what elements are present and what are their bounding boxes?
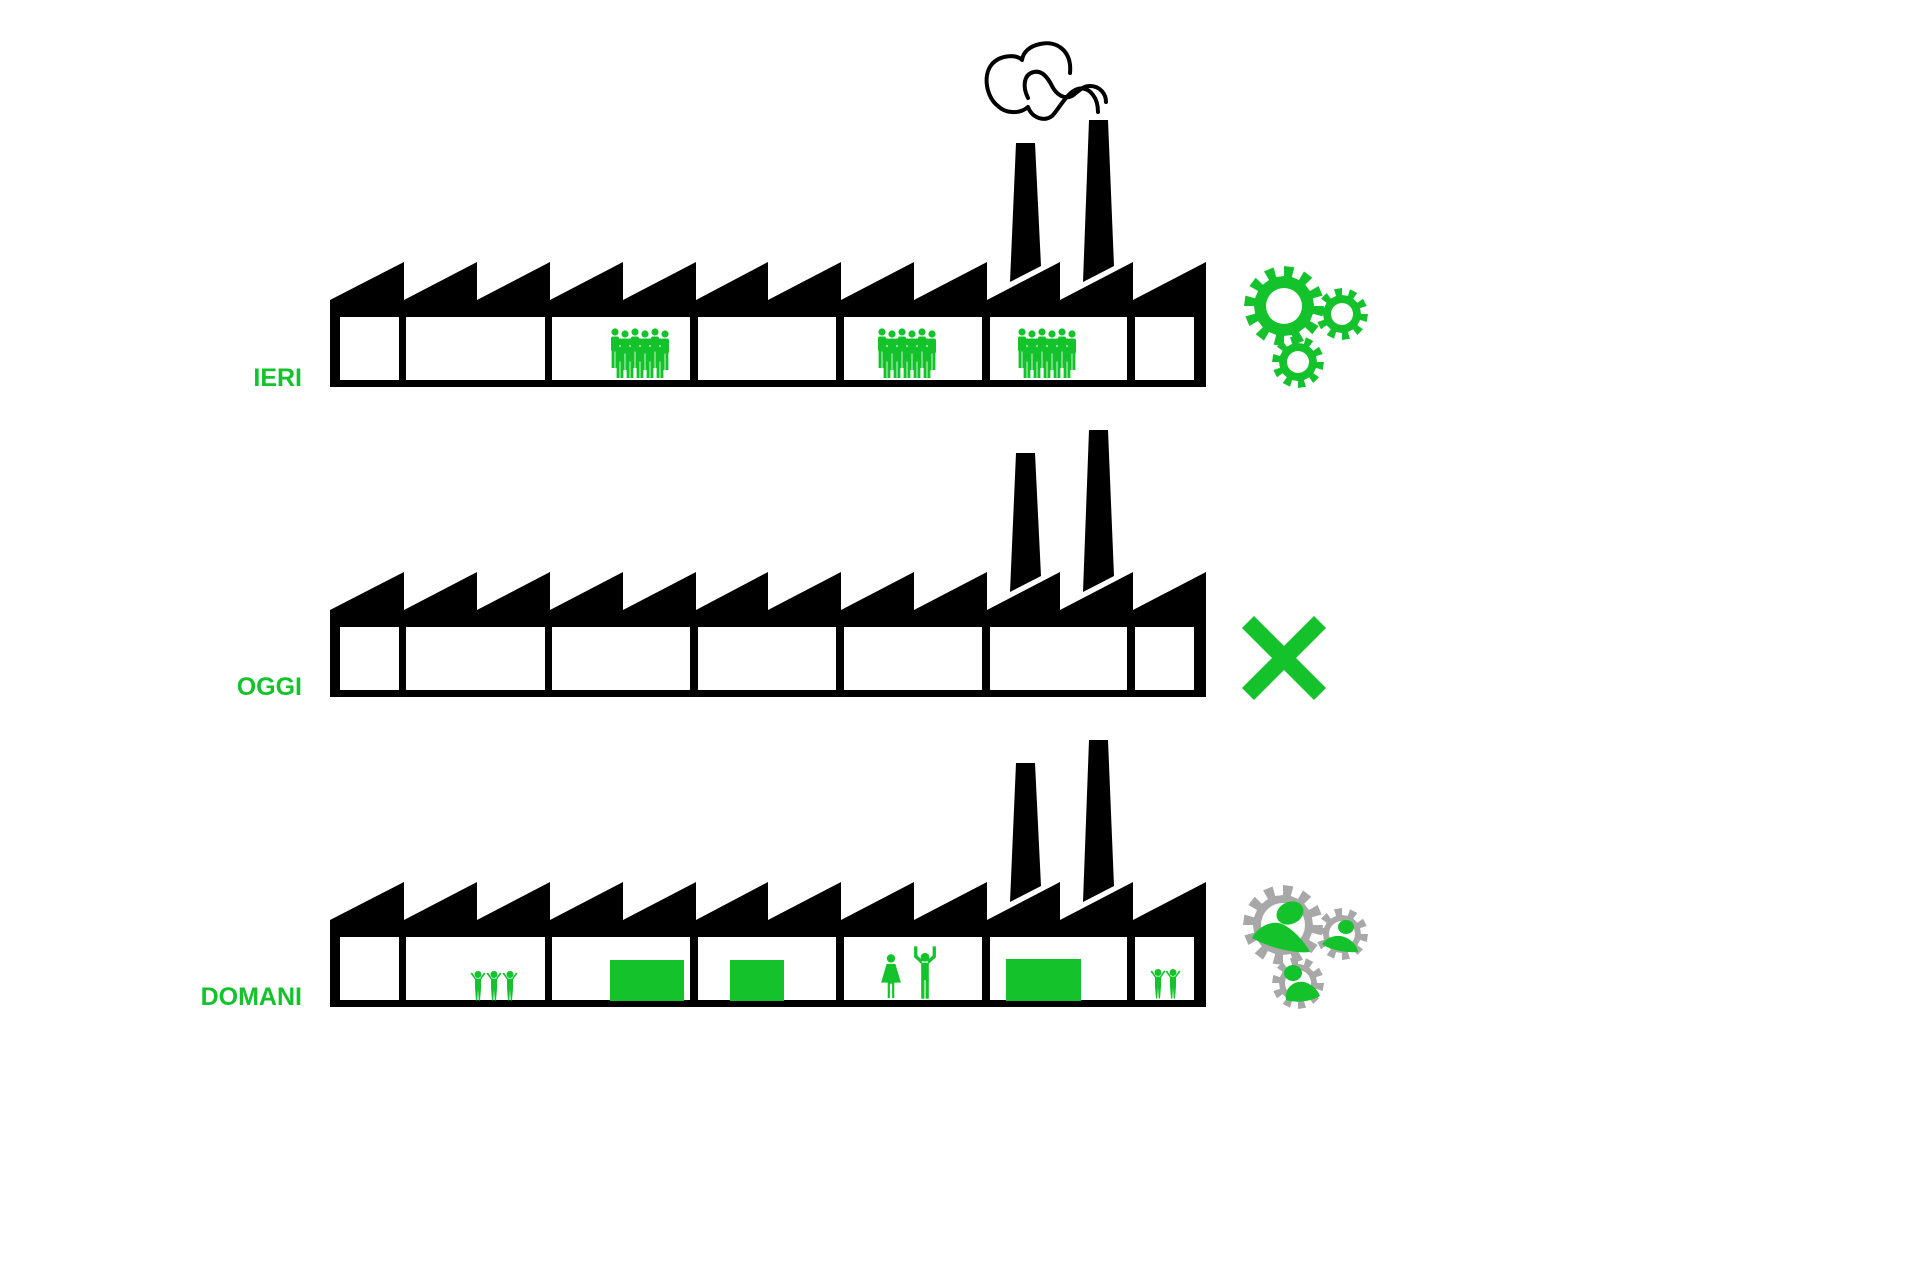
smoke-cloud-inner: [1022, 69, 1108, 104]
factories-layer: [330, 41, 1206, 1007]
green-block: [1006, 959, 1081, 1001]
diagram-canvas: [330, 41, 1368, 1009]
factory-bay: [406, 627, 545, 690]
gear-hole: [1266, 288, 1302, 324]
factory-bay: [1135, 937, 1194, 1000]
chimney-left: [1010, 763, 1041, 902]
row-label-ieri: IERI: [253, 364, 302, 392]
gear-hole: [1287, 351, 1309, 373]
factory-oggi: [330, 430, 1206, 697]
factory-ieri: [330, 41, 1206, 387]
gear-icon: [1316, 288, 1368, 340]
figure-body: [1322, 935, 1358, 953]
factory-bay: [552, 627, 690, 690]
figure-body: [1252, 922, 1310, 953]
chimney-left: [1010, 143, 1041, 282]
figure-head: [1284, 965, 1302, 981]
gear-icon: [1272, 336, 1324, 388]
green-block: [730, 960, 784, 1001]
factory-timeline-diagram: IERI OGGI DOMANI: [200, 41, 1368, 1011]
gear-icon: [1316, 908, 1368, 960]
chimney-right: [1083, 120, 1114, 282]
factory-bay: [844, 627, 982, 690]
factory-bay: [844, 937, 982, 1000]
figure-body: [1285, 981, 1320, 1002]
chimney-right: [1083, 740, 1114, 902]
status-icons-layer: [1241, 266, 1368, 1009]
factory-bay: [698, 627, 836, 690]
factory-bay: [1135, 627, 1194, 690]
cross-strokes: [1241, 615, 1327, 701]
factory-bay: [340, 937, 399, 1000]
figure-head: [1338, 920, 1354, 934]
factory-bay: [340, 317, 399, 380]
row-label-oggi: OGGI: [236, 673, 302, 701]
chimney-left: [1010, 453, 1041, 592]
factory-bay: [990, 627, 1127, 690]
factory-bay: [1135, 317, 1194, 380]
green-block: [610, 960, 684, 1001]
figure-head: [1276, 901, 1304, 925]
cross-icon: [1241, 615, 1327, 701]
gear-icon: [1244, 266, 1324, 346]
gears-icon: [1244, 266, 1368, 388]
people-in-gears-icon: [1243, 885, 1368, 1009]
gear-hole: [1331, 303, 1353, 325]
row-label-domani: DOMANI: [200, 983, 302, 1011]
factory-bay: [406, 317, 545, 380]
chimney-right: [1083, 430, 1114, 592]
factory-bay: [340, 627, 399, 690]
factory-bay: [698, 317, 836, 380]
smoke-cloud-outer: [984, 41, 1100, 121]
